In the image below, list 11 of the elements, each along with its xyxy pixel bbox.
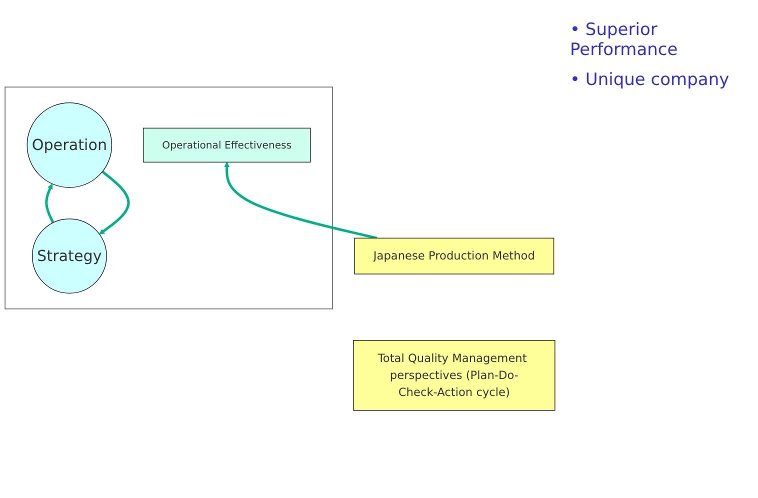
node-box: Operational Effectiveness [142, 128, 311, 163]
node-circle: Operation [26, 102, 112, 188]
arrow [99, 170, 130, 235]
bullet-text: • Unique company [570, 70, 730, 90]
node-circle: Strategy [32, 218, 107, 294]
node-box: Total Quality Management perspectives (Plan-Do-Check-Action cycle) [353, 340, 556, 411]
bullet-text: • Superior Performance [570, 20, 679, 60]
arrow [224, 162, 378, 240]
cluster [4, 87, 333, 310]
node-box: Japanese Production Method [354, 238, 554, 275]
arrow [45, 184, 54, 224]
